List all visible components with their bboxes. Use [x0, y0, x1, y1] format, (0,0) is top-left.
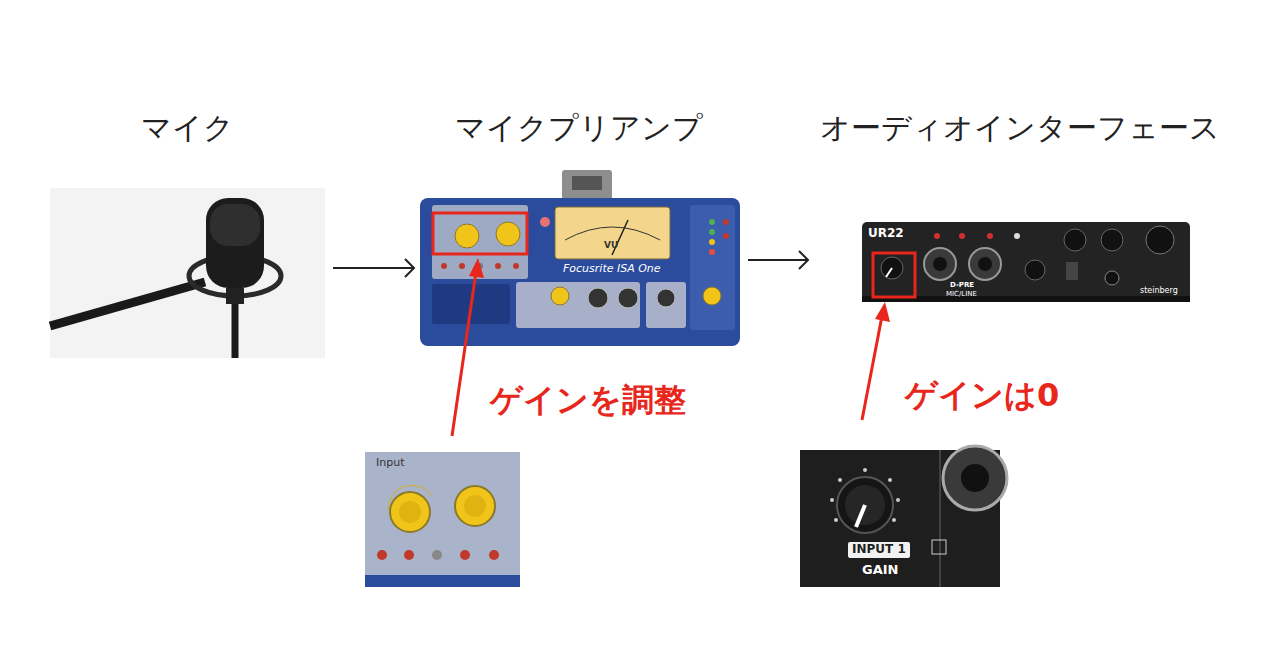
device-node: マイクプリアンプ: [418, 110, 740, 346]
microphone-photo: [50, 188, 325, 358]
callout-arrow: [452, 258, 890, 436]
panel-label: MIC/LINE: [946, 290, 977, 298]
callout-text: ゲインは0: [905, 377, 1059, 414]
device-heading: オーディオインターフェース: [812, 110, 1228, 146]
brand-label: steinberg: [1140, 286, 1178, 295]
panel-label: GAIN: [862, 563, 898, 578]
panel-label: D-PRE: [950, 281, 974, 289]
device-heading: マイクプリアンプ: [418, 110, 740, 146]
panel-label: Input: [376, 457, 404, 470]
signal-arrow: [748, 251, 808, 269]
preamp-inset: [365, 452, 520, 587]
device-node: オーディオインターフェース: [812, 110, 1228, 302]
interface-inset: [800, 446, 1007, 587]
interface-photo: [862, 222, 1190, 302]
device-heading: マイク: [50, 110, 325, 146]
meter-label: VU: [604, 240, 618, 250]
panel-label: INPUT 1: [848, 542, 910, 558]
callout-text: ゲインを調整: [490, 382, 686, 419]
device-node: マイク: [50, 110, 325, 360]
signal-arrow: [333, 259, 414, 277]
model-label: UR22: [868, 227, 904, 241]
brand-label: Focusrite ISA One: [563, 263, 661, 276]
